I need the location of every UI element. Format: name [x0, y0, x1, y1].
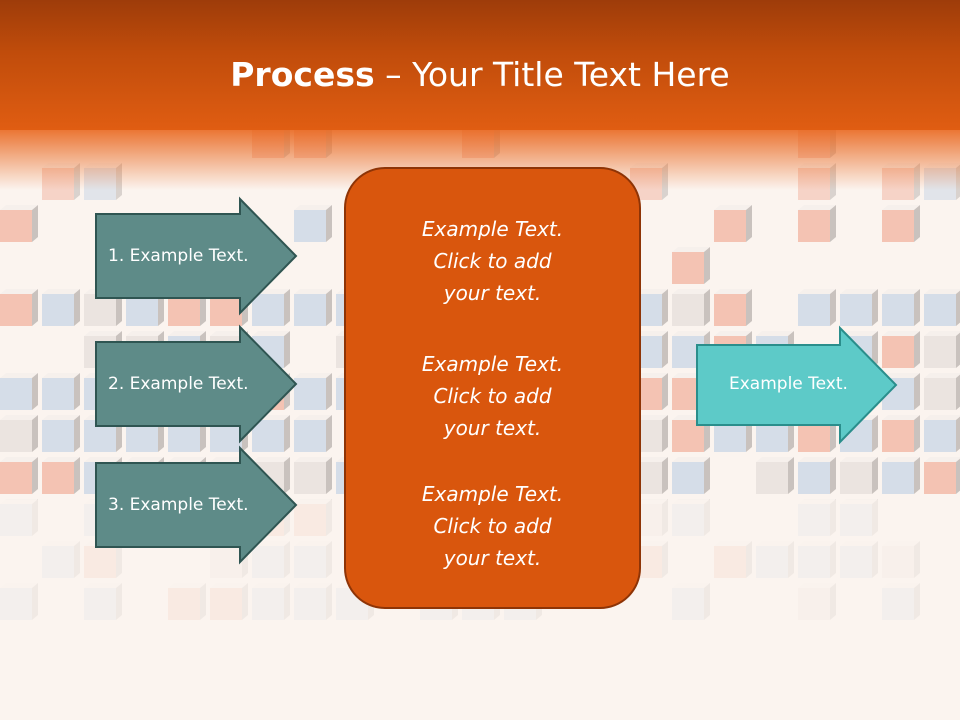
- center-process-box[interactable]: [344, 167, 641, 609]
- background-cube: [924, 373, 960, 410]
- background-cube: [924, 457, 960, 494]
- background-cube: [42, 373, 80, 410]
- background-cube: [252, 415, 290, 452]
- background-cube: [0, 289, 38, 326]
- step-label-2: 2. Example Text.: [108, 374, 249, 394]
- background-cube: [672, 247, 710, 284]
- center-line: your text.: [443, 416, 542, 440]
- background-cube: [294, 457, 332, 494]
- background-cube: [798, 205, 836, 242]
- center-text-block-1: Example Text. Click to add your text.: [345, 213, 640, 309]
- step-label-3: 3. Example Text.: [108, 495, 249, 515]
- background-cube: [0, 373, 38, 410]
- slide-title[interactable]: Process – Your Title Text Here: [0, 52, 960, 98]
- background-cube: [798, 457, 836, 494]
- output-arrow[interactable]: [696, 325, 898, 445]
- center-line: Example Text.: [421, 482, 564, 506]
- center-line: Click to add: [433, 249, 552, 273]
- center-line: Click to add: [433, 384, 552, 408]
- background-cube: [294, 415, 332, 452]
- background-cube: [924, 289, 960, 326]
- background-cube: [882, 289, 920, 326]
- step-arrow-3[interactable]: [95, 445, 298, 565]
- background-cube: [924, 331, 960, 368]
- background-cube: [882, 331, 920, 368]
- background-cube: [42, 457, 80, 494]
- step-arrow-2[interactable]: [95, 324, 298, 444]
- center-line: Click to add: [433, 514, 552, 538]
- step-arrow-1[interactable]: [95, 196, 298, 316]
- background-cube: [924, 415, 960, 452]
- title-rest: – Your Title Text Here: [374, 55, 730, 94]
- background-cube: [798, 289, 836, 326]
- center-line: your text.: [443, 546, 542, 570]
- center-line: Example Text.: [421, 352, 564, 376]
- background-cube: [42, 289, 80, 326]
- background-cube: [840, 457, 878, 494]
- background-cube: [882, 415, 920, 452]
- center-line: Example Text.: [421, 217, 564, 241]
- background-cube: [0, 457, 38, 494]
- center-text-block-3: Example Text. Click to add your text.: [345, 478, 640, 574]
- background-cube: [714, 205, 752, 242]
- background-cube: [0, 415, 38, 452]
- background-cube: [756, 457, 794, 494]
- background-cube: [882, 457, 920, 494]
- background-cube: [0, 205, 38, 242]
- background-cube: [714, 289, 752, 326]
- background-cube: [672, 457, 710, 494]
- background-cube: [294, 205, 332, 242]
- background-cube: [840, 289, 878, 326]
- title-bold: Process: [230, 55, 375, 94]
- title-bar: [0, 0, 960, 130]
- output-label: Example Text.: [729, 374, 848, 394]
- background-cube: [42, 415, 80, 452]
- background-cube: [294, 289, 332, 326]
- background-cube: [294, 373, 332, 410]
- center-line: your text.: [443, 281, 542, 305]
- background-cube: [672, 289, 710, 326]
- background-cube: [882, 205, 920, 242]
- center-text-block-2: Example Text. Click to add your text.: [345, 348, 640, 444]
- step-label-1: 1. Example Text.: [108, 246, 249, 266]
